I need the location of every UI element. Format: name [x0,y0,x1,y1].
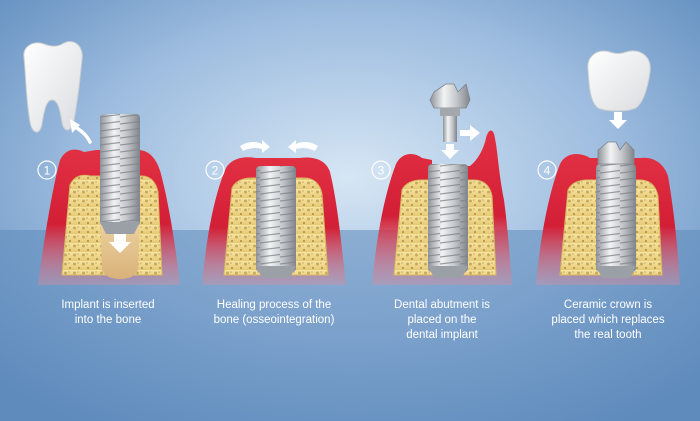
step-3-illustration: 3 [371,83,512,285]
step-2-number: 2 [212,164,219,178]
gum-push-arrow-icon [460,125,480,141]
ceramic-crown [587,50,651,112]
step-2-number-circle [205,160,225,180]
step-1-illustration: 1 [23,41,180,285]
step-2-illustration: 2 [202,140,346,285]
down-arrow-icon [109,232,131,253]
step-1-caption: Implant is inserted into the bone [61,299,155,326]
step-4-caption: Ceramic crown is placed which replaces t… [551,299,665,341]
abutment-4 [597,141,635,165]
step-1-number: 1 [44,164,51,178]
step-3-caption: Dental abutment is placed on the dental … [394,299,490,341]
gum-close-arrow-right-icon [288,140,318,153]
down-arrow-abutment-icon [441,144,459,159]
step-3-number: 3 [378,164,385,178]
extracted-tooth [23,41,83,133]
step-4-illustration: 4 [536,50,680,285]
step-1-number-circle [37,160,57,180]
gum-close-arrow-left-icon [240,140,270,153]
step-3-number-circle [371,160,391,180]
down-arrow-crown-icon [609,112,627,129]
step-2-caption: Healing process of the bone (osseointegr… [213,299,335,326]
step-4-number: 4 [544,164,551,178]
step-4-number-circle [537,160,557,180]
abutment [429,83,471,142]
